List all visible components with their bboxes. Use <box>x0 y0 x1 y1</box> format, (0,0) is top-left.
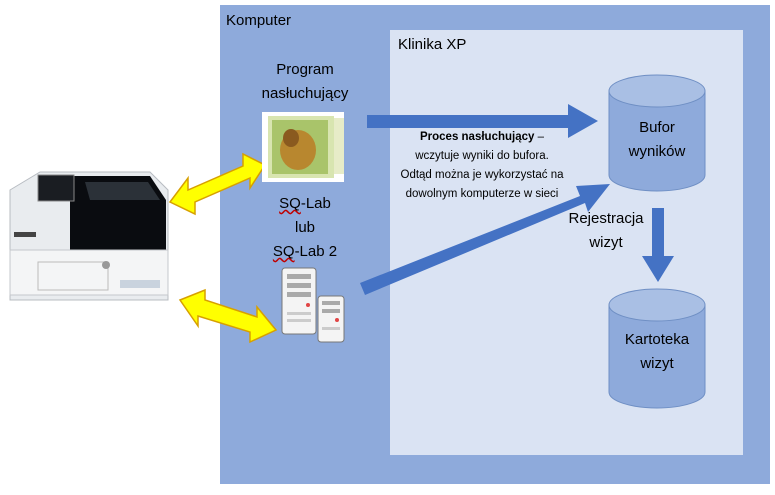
cards-line1: Kartoteka <box>624 331 690 348</box>
sqlab-or: lub <box>294 219 316 236</box>
buffer-line2: wyników <box>628 143 686 160</box>
listener-label: Program nasłuchujący <box>250 58 360 106</box>
cards-line2: wizyt <box>640 355 674 372</box>
sqlab-line1: SQ-Lab <box>250 192 360 216</box>
process-bold: Proces nasłuchujący <box>419 131 535 143</box>
analyzer-device-icon <box>9 171 169 301</box>
sqlab-lab: -Lab <box>300 195 331 212</box>
sqlab-label: SQ-Lab lub SQ-Lab 2 <box>250 192 360 264</box>
registration-label: Rejestracja wizyt <box>556 207 656 255</box>
process-line4: dowolnym komputerze w sieci <box>405 188 559 200</box>
buffer-label: Bufor wyników <box>609 116 705 164</box>
registration-line2: wizyt <box>589 234 623 251</box>
sqlab-sq: SQ <box>279 195 301 212</box>
registration-line1: Rejestracja <box>568 210 644 227</box>
process-line1: Proces nasłuchujący – <box>392 128 572 147</box>
buffer-line1: Bufor <box>639 119 675 136</box>
listener-line1: Program <box>276 61 334 78</box>
process-line3: Odtąd można je wykorzystać na <box>400 169 564 181</box>
sqlab2-sq: SQ <box>272 243 295 260</box>
dog-photo-icon <box>262 112 344 182</box>
server-icon <box>281 267 345 343</box>
arrow-listener-to-buffer <box>367 104 598 138</box>
clinic-title: Klinika XP <box>398 36 467 53</box>
arrow-server-to-buffer <box>360 184 610 295</box>
double-arrow-bottom <box>178 288 278 344</box>
process-line2: wczytuje wyniki do bufora. <box>415 150 549 162</box>
process-dash: – <box>534 131 544 143</box>
buffer-cylinder <box>608 74 706 192</box>
process-description: Proces nasłuchujący – wczytuje wyniki do… <box>392 128 572 204</box>
listener-line2: nasłuchujący <box>261 85 349 102</box>
sqlab2-lab: -Lab 2 <box>294 243 338 260</box>
cards-cylinder <box>608 288 706 409</box>
computer-title: Komputer <box>226 12 292 29</box>
arrow-buffer-to-cards <box>642 208 674 282</box>
cards-label: Kartoteka wizyt <box>609 328 705 376</box>
sqlab-line3: SQ-Lab 2 <box>250 240 360 264</box>
